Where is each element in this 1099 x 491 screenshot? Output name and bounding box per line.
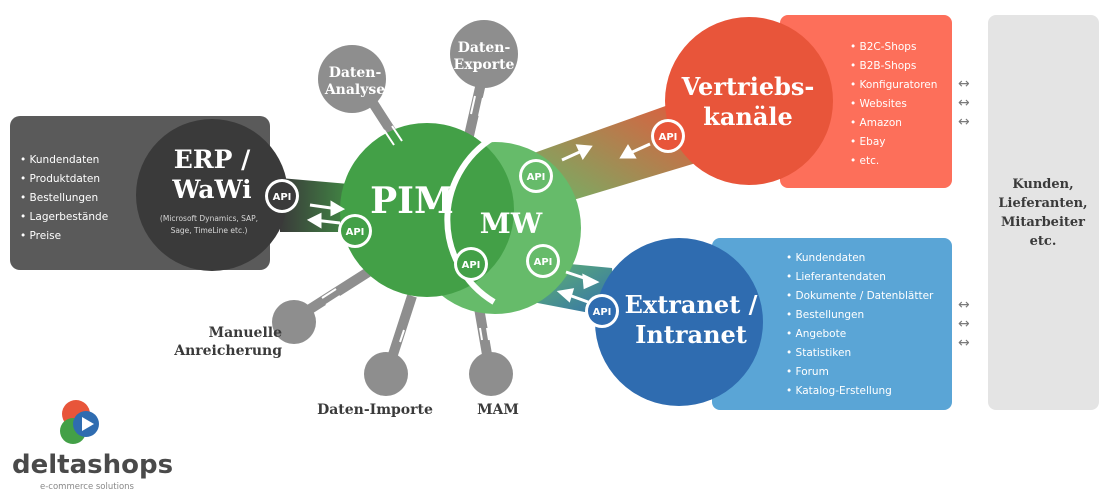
api-badge-pim-mw: API <box>454 247 488 281</box>
list-item: • etc. <box>850 155 879 167</box>
logo-name: deltashops <box>12 450 173 480</box>
mw-title: MW <box>480 207 543 240</box>
customer-line: etc. <box>1030 234 1057 249</box>
list-item: • Kundendaten <box>786 252 865 264</box>
api-label: API <box>346 227 365 238</box>
manuelle-label-line1: Manuelle <box>209 325 282 341</box>
list-item: • Kundendaten <box>20 154 99 166</box>
list-item: • Amazon <box>850 117 902 129</box>
customer-panel <box>988 15 1099 410</box>
list-item: • Forum <box>786 366 829 378</box>
list-item: • Bestellungen <box>20 192 98 204</box>
customer-line: Lieferanten, <box>998 196 1087 211</box>
api-badge-mw-extranet: API <box>526 244 560 278</box>
list-item: • Bestellungen <box>786 309 864 321</box>
extranet-title-line1: Extranet / <box>625 290 758 319</box>
mw-separator <box>444 131 502 305</box>
list-item: • Preise <box>20 230 61 242</box>
double-arrow-icons: ↔ ↔ ↔ ↔ ↔ ↔ <box>958 76 970 351</box>
api-label: API <box>659 132 678 143</box>
list-item: • Statistiken <box>786 347 851 359</box>
vertrieb-api-arrows <box>561 142 651 162</box>
vertrieb-node <box>665 17 833 185</box>
list-item: • Angebote <box>786 328 846 340</box>
list-item: • Lieferantendaten <box>786 271 886 283</box>
mam-node <box>469 352 513 396</box>
erp-title-line2: WaWi <box>171 175 251 204</box>
extranet-title-line2: Intranet <box>635 320 747 349</box>
api-badge-mw-vertrieb: API <box>519 159 553 193</box>
manuelle-node <box>272 300 316 344</box>
analyse-node <box>318 45 386 113</box>
api-label: API <box>273 192 292 203</box>
logo-mark-icon <box>60 400 99 444</box>
double-arrow-icon: ↔ <box>958 316 970 332</box>
customer-line: Mitarbeiter <box>1001 215 1085 230</box>
manuelle-label-line2: Anreicherung <box>173 343 282 359</box>
list-item: • Websites <box>850 98 907 110</box>
satellite-arrows <box>321 95 490 345</box>
api-label: API <box>527 172 546 183</box>
customer-label: Kunden, Lieferanten, Mitarbeiter etc. <box>998 177 1087 249</box>
importe-node <box>364 352 408 396</box>
extranet-api-arrows <box>556 270 600 304</box>
analyse-title-line2: Analyse <box>324 82 385 98</box>
api-badge-erp-out: API <box>265 179 299 213</box>
api-badge-vertrieb: API <box>651 119 685 153</box>
list-item: • Katalog-Erstellung <box>786 385 892 397</box>
vertrieb-title-line1: Vertriebs- <box>681 72 815 101</box>
exporte-title-line2: Exporte <box>454 57 515 73</box>
list-item: • Dokumente / Datenblätter <box>786 290 934 302</box>
api-label: API <box>462 260 481 271</box>
double-arrow-icon: ↔ <box>958 297 970 313</box>
api-badge-extranet: API <box>585 294 619 328</box>
list-item: • Ebay <box>850 136 885 148</box>
api-label: API <box>534 257 553 268</box>
deltashops-logo: deltashops e-commerce solutions <box>12 400 173 491</box>
erp-title-line1: ERP / <box>174 145 251 174</box>
list-item: • Lagerbestände <box>20 211 108 223</box>
erp-api-arrows <box>306 200 346 229</box>
customer-line: Kunden, <box>1012 177 1073 192</box>
analyse-title-line1: Daten- <box>329 65 382 81</box>
list-item: • Produktdaten <box>20 173 100 185</box>
erp-subtitle-line1: (Microsoft Dynamics, SAP, <box>160 214 258 223</box>
vertrieb-list: • B2C-Shops • B2B-Shops • Konfiguratoren… <box>850 41 937 167</box>
list-item: • Konfiguratoren <box>850 79 937 91</box>
extranet-panel <box>712 238 952 410</box>
extranet-node <box>595 238 763 406</box>
erp-node <box>136 119 288 271</box>
erp-list: • Kundendaten • Produktdaten • Bestellun… <box>20 154 108 242</box>
double-arrow-icon: ↔ <box>958 335 970 351</box>
double-arrow-icon: ↔ <box>958 95 970 111</box>
list-item: • B2B-Shops <box>850 60 916 72</box>
extranet-list: • Kundendaten • Lieferantendaten • Dokum… <box>786 252 934 397</box>
erp-subtitle-line2: Sage, TimeLine etc.) <box>171 226 248 235</box>
vertrieb-title-line2: kanäle <box>703 102 793 131</box>
exporte-node <box>450 20 518 88</box>
double-arrow-icon: ↔ <box>958 114 970 130</box>
mam-label: MAM <box>477 402 519 418</box>
importe-label: Daten-Importe <box>317 402 433 418</box>
vertrieb-panel <box>780 15 952 188</box>
exporte-title-line1: Daten- <box>458 40 511 56</box>
list-item: • B2C-Shops <box>850 41 916 53</box>
logo-tagline: e-commerce solutions <box>40 482 135 491</box>
pim-title: PIM <box>370 180 454 222</box>
double-arrow-icon: ↔ <box>958 76 970 92</box>
api-badge-pim-erp: API <box>338 214 372 248</box>
api-label: API <box>593 307 612 318</box>
